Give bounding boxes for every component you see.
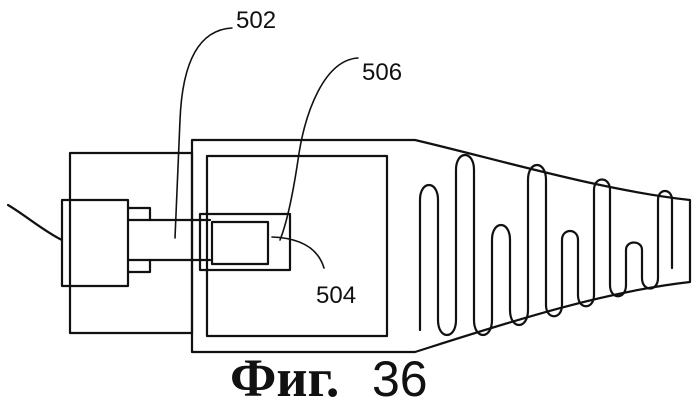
- figure-caption-word: Фиг.: [230, 348, 339, 404]
- serpentine-element: [420, 155, 672, 335]
- label-506: 506: [362, 59, 402, 86]
- label-502: 502: [236, 7, 276, 34]
- connector-plug: [62, 200, 128, 286]
- connector-prong-top: [128, 208, 150, 220]
- outer-housing: [70, 153, 192, 333]
- label-504: 504: [316, 282, 356, 309]
- inner-frame: [207, 156, 387, 336]
- figure-caption-number: 36: [372, 351, 428, 404]
- leader-504: [272, 237, 324, 268]
- leader-502: [175, 28, 232, 238]
- input-cable: [8, 205, 62, 240]
- leader-506: [280, 58, 358, 240]
- connector-prong-bottom: [128, 260, 150, 272]
- probe-body-outline: [192, 140, 690, 352]
- sensor-chip-504: [212, 222, 268, 264]
